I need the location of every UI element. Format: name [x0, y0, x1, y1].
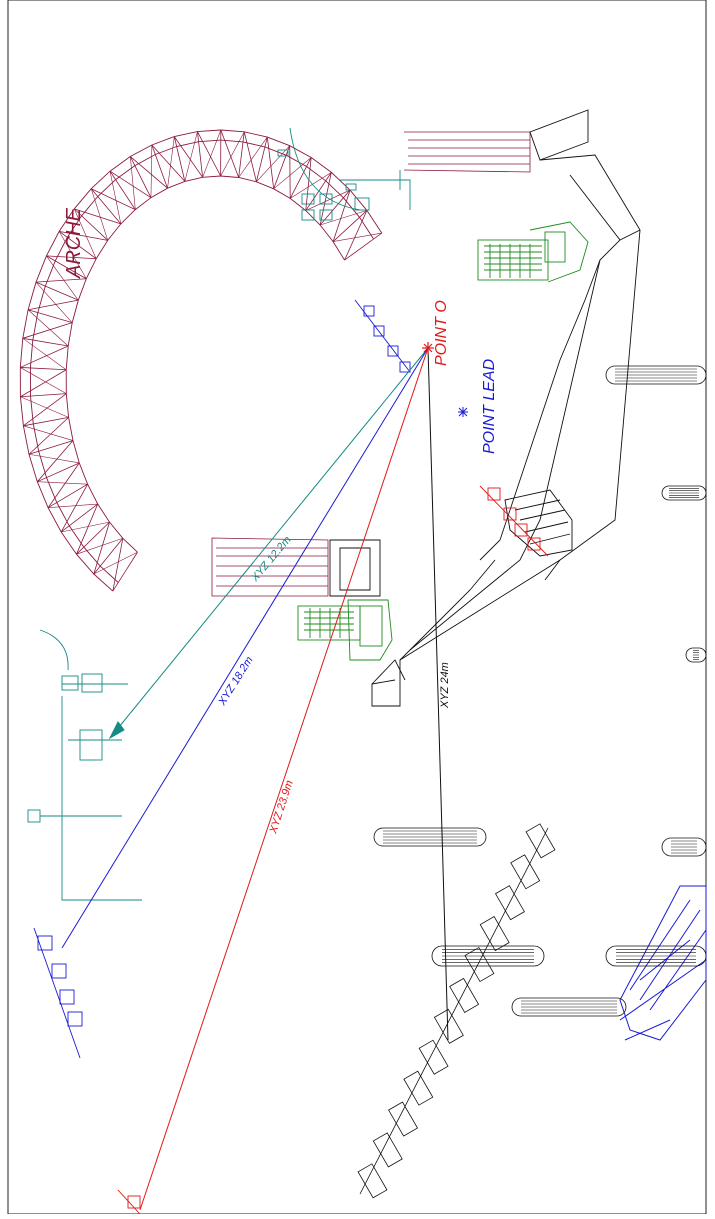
- arche-strut: [29, 441, 73, 455]
- black-fixture: [419, 1040, 448, 1074]
- dimension-lines: [62, 348, 448, 1210]
- black-fixtures-row: [358, 824, 555, 1198]
- arche-diagonal: [168, 137, 175, 189]
- green-equipment-bottom: [298, 600, 392, 660]
- black-fixture: [389, 1102, 418, 1136]
- arche-diagonal: [23, 338, 66, 369]
- arche-diagonal: [185, 132, 198, 182]
- arche-chord: [66, 176, 344, 552]
- arche-strut: [23, 417, 68, 425]
- arche-diagonal: [48, 504, 98, 508]
- arche-diagonal: [20, 346, 68, 367]
- arche-diagonal: [151, 145, 152, 198]
- red-fixtures: [118, 486, 548, 1214]
- arche-diagonal: [345, 210, 367, 260]
- arche-diagonal: [152, 145, 185, 181]
- arche-diagonal: [256, 146, 289, 182]
- arche-diagonal: [20, 370, 66, 397]
- arche-diagonal: [197, 132, 220, 176]
- arch-end-top: [404, 132, 530, 172]
- point-lead-label: POINT LEAD: [481, 358, 498, 454]
- black-fixture: [480, 917, 509, 951]
- arche-diagonal: [23, 426, 73, 441]
- black-fixture: [450, 978, 479, 1012]
- point-lead-marker: [458, 407, 468, 417]
- arche-diagonal: [290, 172, 331, 198]
- arche-diagonal: [267, 137, 273, 189]
- arche-diagonal: [37, 482, 87, 485]
- arche-diagonal: [36, 279, 86, 282]
- arche-strut: [256, 137, 267, 182]
- arche-diagonal: [306, 157, 311, 210]
- black-fixture: [434, 1009, 463, 1043]
- teal-fixtures-left: [28, 630, 142, 900]
- arche-strut: [174, 137, 185, 182]
- arche-diagonal: [61, 484, 87, 532]
- pipe-supports: [374, 366, 706, 1016]
- point-o-label: POINT O: [433, 300, 450, 366]
- arche-diagonal: [203, 130, 221, 177]
- dim-line-blue: [62, 348, 428, 948]
- arche-strut: [20, 367, 66, 369]
- arche-truss: [20, 130, 382, 591]
- blue-fixtures-top: [355, 300, 410, 372]
- green-equipment-top: [478, 222, 588, 282]
- arche-strut: [28, 310, 72, 323]
- arche-label: ARCHE: [63, 207, 85, 279]
- arche-diagonal: [244, 132, 256, 182]
- arche-diagonal: [20, 397, 68, 418]
- arche-diagonal: [77, 504, 98, 554]
- black-fixture: [526, 824, 555, 858]
- arche-strut: [94, 538, 123, 574]
- arche-diagonal: [29, 417, 69, 454]
- blue-crane-structure: [620, 886, 706, 1040]
- teal-fixtures-top: [278, 128, 410, 220]
- arche-strut: [345, 233, 382, 260]
- arche-diagonal: [23, 323, 72, 339]
- arche-diagonal: [110, 171, 151, 197]
- arche-diagonal: [20, 367, 66, 393]
- dim-label-red: XYZ 23.9m: [267, 779, 296, 836]
- arche-strut: [91, 189, 121, 224]
- blue-fixtures-bottom: [34, 928, 82, 1058]
- black-fixture: [373, 1133, 402, 1167]
- arche-strut: [20, 394, 66, 397]
- dim-label-black: XYZ 24m: [439, 662, 451, 709]
- arche-diagonal: [23, 394, 66, 426]
